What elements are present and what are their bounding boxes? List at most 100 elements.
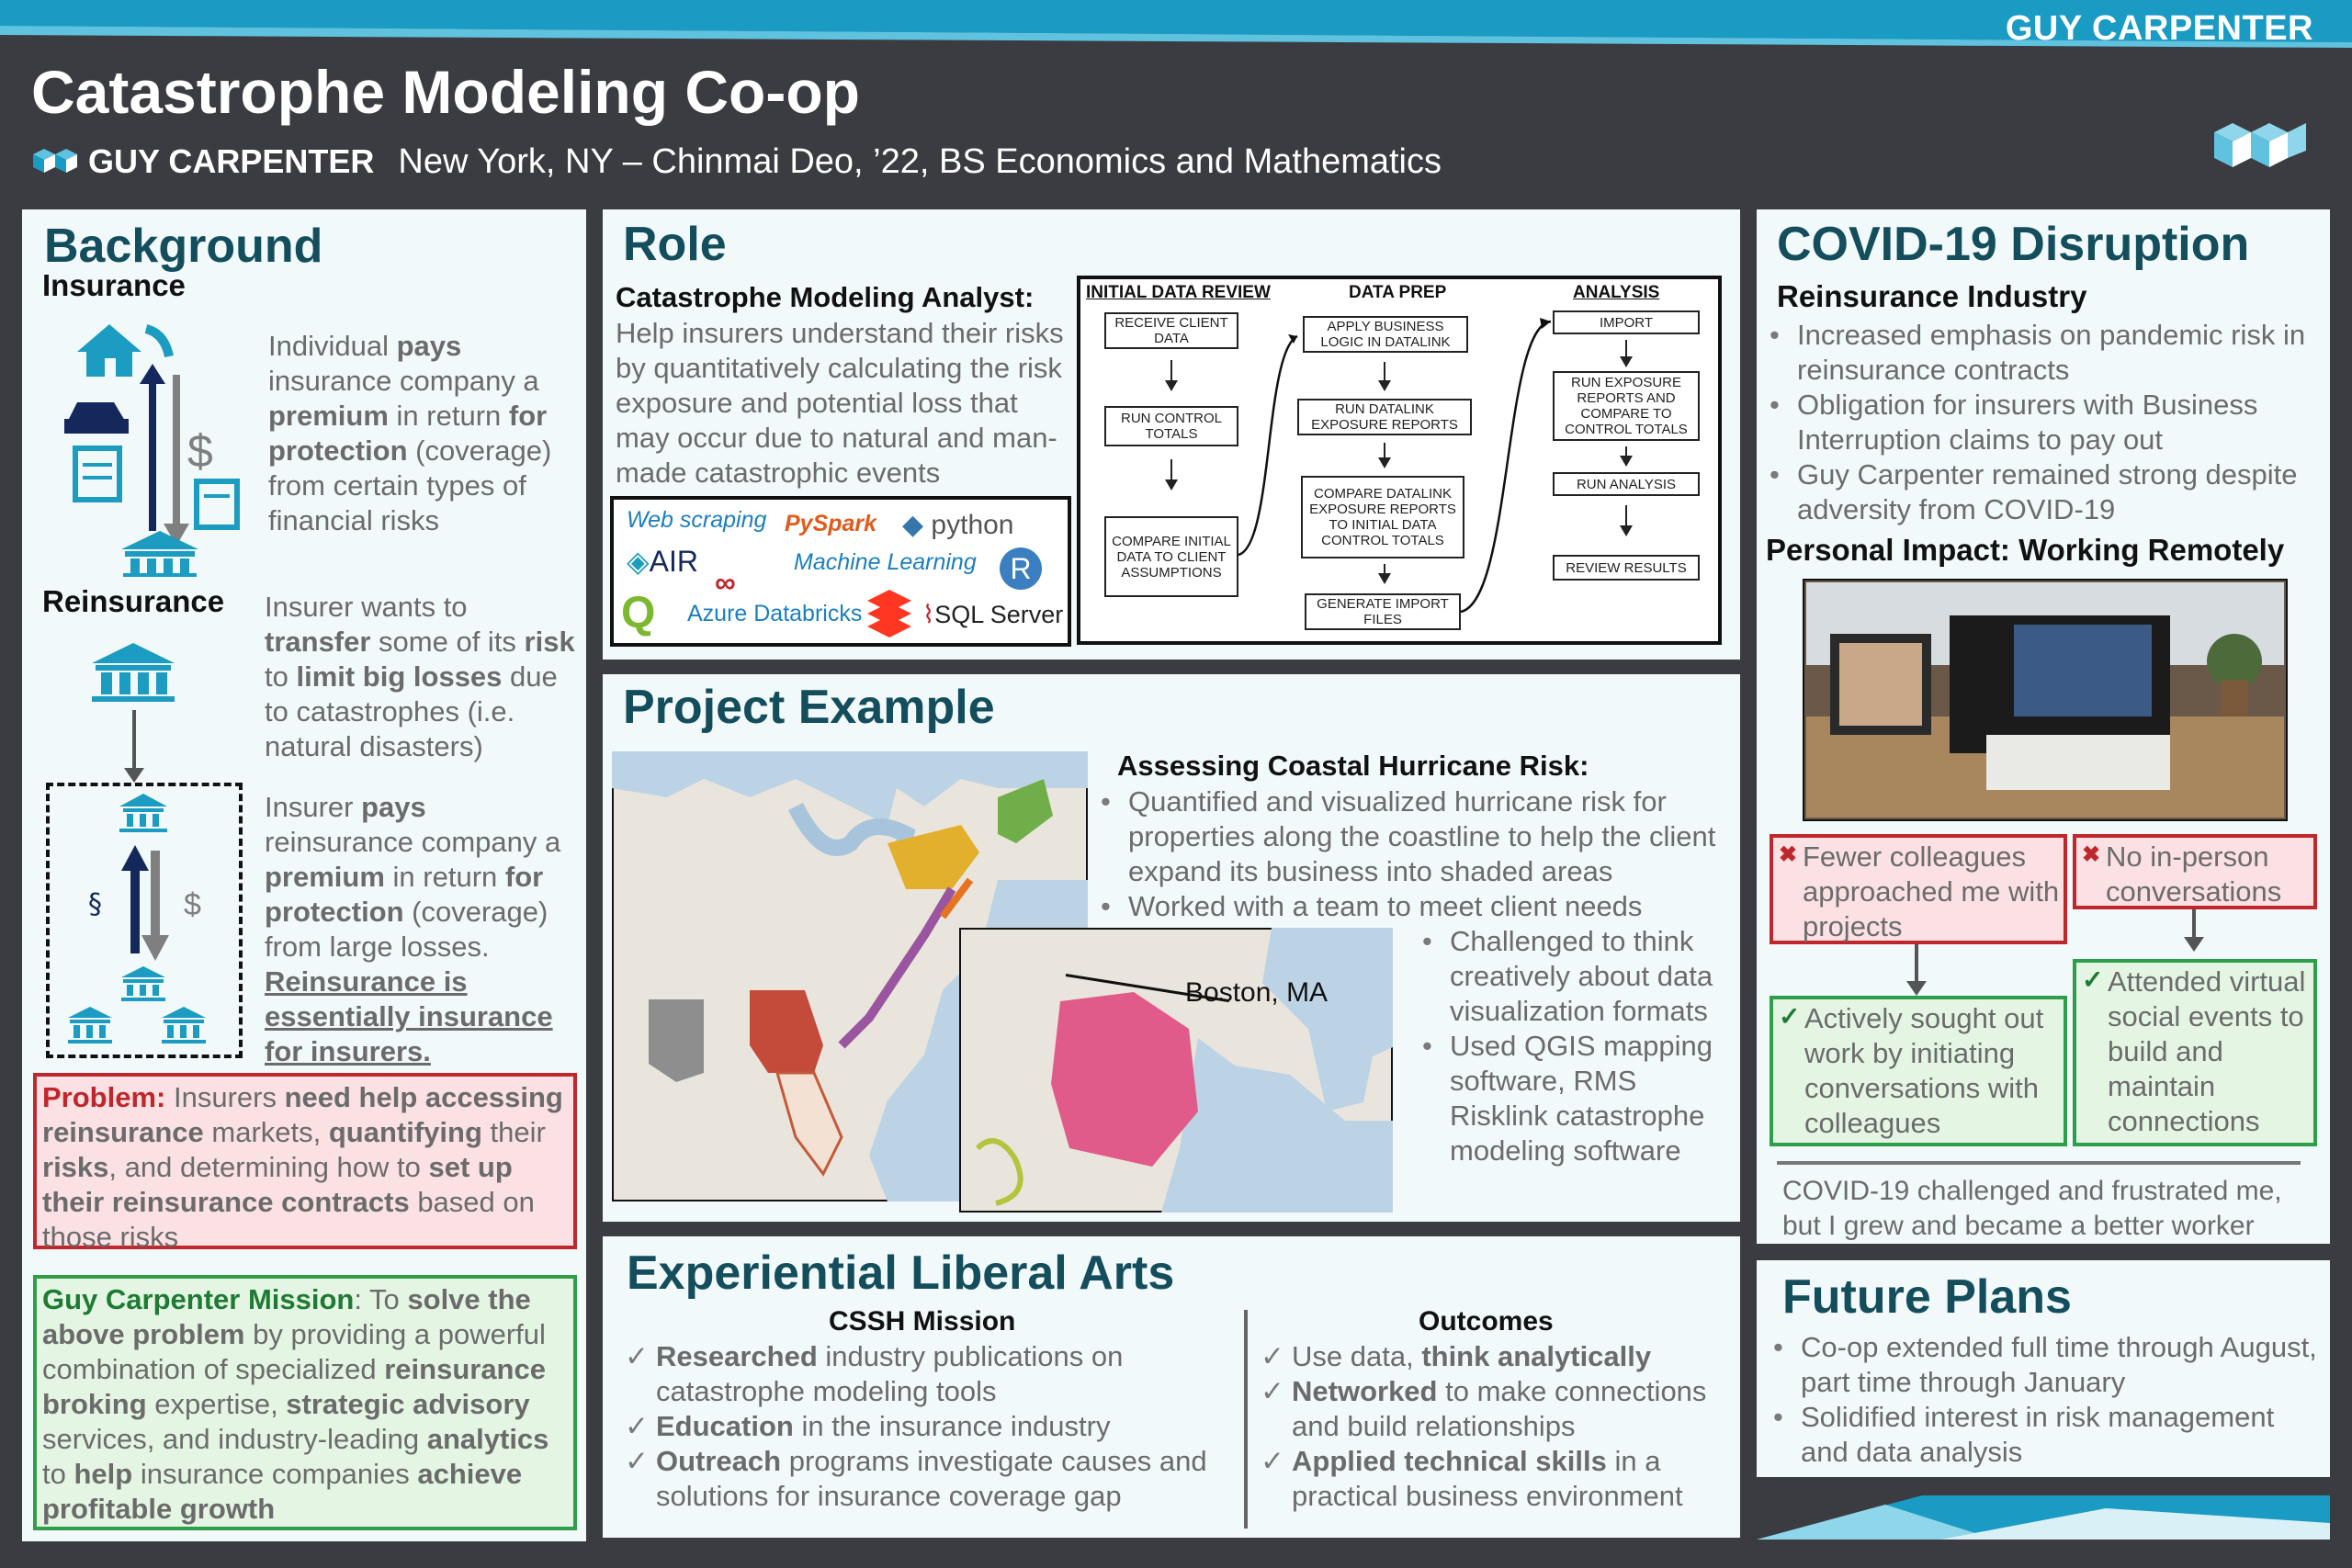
tool-pyspark: PySpark [785, 511, 877, 536]
flow-step: RUN DATALINK EXPOSURE REPORTS [1297, 399, 1472, 435]
mission-box: Guy Carpenter Mission: To solve the abov… [33, 1275, 577, 1530]
ela-col1-title: CSSH Mission [829, 1306, 1016, 1337]
document-icon [73, 446, 122, 502]
x-icon: ✖ [1779, 842, 1798, 867]
project-panel: Project Example Boston, MA Assessing Coa… [603, 674, 1740, 1222]
flow-step: RECEIVE CLIENT DATA [1104, 312, 1238, 349]
subtitle: New York, NY – Chinmai Deo, ’22, BS Econ… [398, 141, 1442, 181]
reinsurance-label: Reinsurance [42, 584, 225, 618]
air-logo-icon: ◈ [627, 545, 650, 578]
dollar-icon: $ [184, 887, 201, 922]
corner-logo-icon [2214, 123, 2306, 167]
impact-arrow-head [2184, 937, 2204, 952]
florida-region [775, 1071, 843, 1177]
flow-arrow [1378, 362, 1391, 391]
flow-header-initial-review: INITIAL DATA REVIEW [1086, 283, 1271, 302]
flow-connectors [1238, 318, 1552, 614]
georgia-region [750, 990, 823, 1073]
covid-panel: COVID-19 Disruption Reinsurance Industry… [1757, 209, 2330, 1244]
flow-step: COMPARE DATALINK EXPOSURE REPORTS TO INI… [1301, 476, 1464, 558]
project-bullets-narrow: Challenged to think creatively about dat… [1419, 924, 1731, 1168]
future-bullets: Co-op extended full time through August,… [1770, 1330, 2321, 1470]
checkmark-icon: ✓ [2082, 965, 2104, 994]
remote-work-photo [1803, 579, 2288, 821]
tool-python: ◆ python [902, 510, 1014, 540]
impact-arrow-head [1906, 981, 1927, 996]
flow-step: RUN EXPOSURE REPORTS AND COMPARE TO CONT… [1553, 371, 1700, 441]
covid-conclusion: COVID-19 challenged and frustrated me, b… [1782, 1176, 2282, 1241]
dollar-icon: $ [187, 425, 213, 477]
bank-icon [68, 1007, 112, 1043]
reinsurance-diagram: § $ [68, 794, 206, 1043]
coastline-highlight [838, 886, 956, 1049]
maine-region [998, 779, 1053, 843]
guy-carpenter-logo: GUY CARPENTER [33, 142, 374, 181]
ela-heading: Experiential Liberal Arts [627, 1247, 1175, 1300]
negative-impact-2: ✖ No in-person conversations [2073, 834, 2317, 909]
insurance-label: Insurance [42, 268, 186, 302]
flow-header-analysis: ANALYSIS [1573, 283, 1660, 302]
top-band [0, 0, 2352, 66]
flow-step: REVIEW RESULTS [1553, 555, 1700, 581]
covid-heading: COVID-19 Disruption [1777, 218, 2250, 271]
bank-icon [92, 643, 175, 702]
project-bullets-wide: Quantified and visualized hurricane risk… [1097, 784, 1722, 924]
top-stripe-graphic [0, 0, 2352, 48]
ela-outcome-item: Applied technical skills in a practical … [1261, 1444, 1729, 1514]
project-bullet: Quantified and visualized hurricane risk… [1097, 784, 1722, 889]
tool-azure-databricks: Azure Databricks [687, 601, 863, 626]
gc-logo-icon [33, 149, 77, 173]
project-bullet: Used QGIS mapping software, RMS Risklink… [1419, 1029, 1731, 1168]
ela-mission-item: Researched industry publications on cata… [625, 1339, 1231, 1409]
x-icon: ✖ [2082, 842, 2101, 867]
flow-arrow [1165, 360, 1178, 391]
project-heading: Project Example [623, 681, 995, 734]
flow-header-data-prep: DATA PREP [1349, 283, 1447, 302]
role-description: Help insurers understand their risks by … [616, 317, 1064, 489]
python-logo-icon: ◆ [902, 510, 924, 540]
project-bullet: Challenged to think creatively about dat… [1419, 924, 1731, 1029]
role-job-title: Catastrophe Modeling Analyst: [616, 281, 1035, 313]
negative-impact-2-text: No in-person conversations [2106, 840, 2282, 908]
future-bullet: Solidified interest in risk management a… [1770, 1400, 2321, 1470]
problem-box: Problem: Insurers need help accessing re… [33, 1073, 577, 1253]
role-panel: Role Catastrophe Modeling Analyst: Help … [603, 209, 1740, 660]
role-heading: Role [623, 218, 727, 271]
ela-mission-list: Researched industry publications on cata… [625, 1339, 1231, 1514]
workflow-diagram: INITIAL DATA REVIEW DATA PREP ANALYSIS R… [1077, 276, 1722, 645]
flow-arrow [1165, 459, 1178, 491]
tool-web-scraping: Web scraping [627, 507, 767, 533]
flow-step: IMPORT [1553, 310, 1700, 334]
covid-industry-title: Reinsurance Industry [1777, 279, 2087, 313]
boston-map [959, 928, 1393, 1213]
ela-outcome-item: Use data, think analytically [1261, 1339, 1729, 1374]
future-bullet: Co-op extended full time through August,… [1770, 1330, 2321, 1400]
flow-arrow [1378, 564, 1391, 584]
covid-bullet: Guy Carpenter remained strong despite ad… [1766, 457, 2326, 527]
checkmark-icon: ✓ [1779, 1002, 1801, 1031]
ela-outcome-item: Networked to make connections and build … [1261, 1374, 1729, 1444]
insurance-text: Individual pays insurance company a prem… [268, 330, 552, 536]
tools-box: Web scraping PySpark ◆ python ◈AIR Machi… [610, 496, 1071, 647]
reinsurance-arrow-head [124, 768, 144, 783]
ela-mission-item: Education in the insurance industry [625, 1409, 1231, 1444]
sql-server-icon: ⌇ [922, 601, 935, 628]
boston-map-label: Boston, MA [1185, 977, 1329, 1008]
bank-icon [121, 531, 198, 577]
insurance-diagram: $ [64, 324, 240, 577]
covid-industry-bullets: Increased emphasis on pandemic risk in r… [1766, 318, 2326, 527]
house-icon [77, 324, 174, 377]
negative-impact-1-text: Fewer colleagues approached me with proj… [1803, 840, 2060, 942]
future-panel: Future Plans Co-op extended full time th… [1757, 1260, 2330, 1477]
reinsurance-arrow [132, 710, 136, 774]
boston-shaded-region [1051, 992, 1198, 1167]
new-york-region [888, 825, 979, 889]
poster-title: Catastrophe Modeling Co-op [31, 58, 860, 126]
tool-machine-learning: Machine Learning [794, 549, 977, 575]
qgis-logo-icon: Q [621, 589, 656, 637]
document-icon-2 [194, 479, 240, 530]
flow-arrow [1620, 340, 1633, 367]
databricks-logo-icon: ∞ [715, 566, 736, 599]
down-arrow-shaft [173, 375, 180, 531]
hurricane-icon: § [88, 888, 102, 920]
